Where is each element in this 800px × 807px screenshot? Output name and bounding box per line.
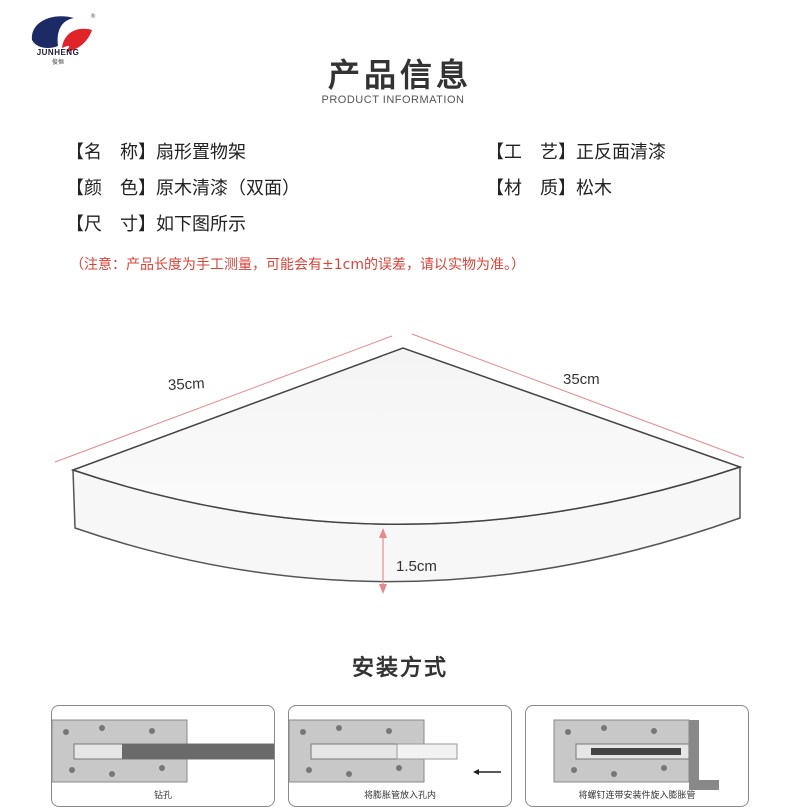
brand-name: JUNHENG [36, 48, 80, 57]
install-title: 安装方式 [351, 656, 448, 681]
step-caption: 将螺钉连带安装件旋入膨胀管 [578, 791, 696, 801]
svg-text:®: ® [90, 13, 96, 20]
spec-name: 【名 称】扇形置物架 [66, 142, 246, 163]
brand-sub: 俊恒 [51, 59, 64, 66]
step-caption: 钻孔 [153, 791, 172, 801]
measurement-note: （注意：产品长度为手工测量，可能会有±1cm的误差，请以实物为准。） [70, 257, 525, 273]
spec-color: 【颜 色】原木清漆（双面） [66, 178, 300, 199]
anchor-illustration [289, 719, 501, 783]
screw-illustration [553, 719, 719, 790]
step-caption: 将膨胀管放入孔内 [363, 791, 436, 801]
drill-illustration [52, 719, 274, 783]
shelf-diagram [54, 333, 745, 594]
dimension-thickness: 1.5cm [396, 558, 437, 575]
spec-material: 【材 质】松木 [486, 178, 612, 199]
spec-process: 【工 艺】正反面清漆 [486, 142, 666, 163]
install-step-drill: 钻孔 [51, 705, 275, 807]
install-step-screw: 将螺钉连带安装件旋入膨胀管 [525, 705, 749, 807]
page-title: 产品信息 [327, 56, 472, 94]
dimension-right-edge: 35cm [563, 371, 600, 388]
brand-logo: ® [31, 13, 96, 52]
spec-size: 【尺 寸】如下图所示 [66, 214, 246, 235]
page-subtitle: PRODUCT INFORMATION [321, 94, 465, 106]
dimension-left-edge: 35cm [167, 375, 206, 394]
install-step-anchor: 将膨胀管放入孔内 [288, 705, 512, 807]
